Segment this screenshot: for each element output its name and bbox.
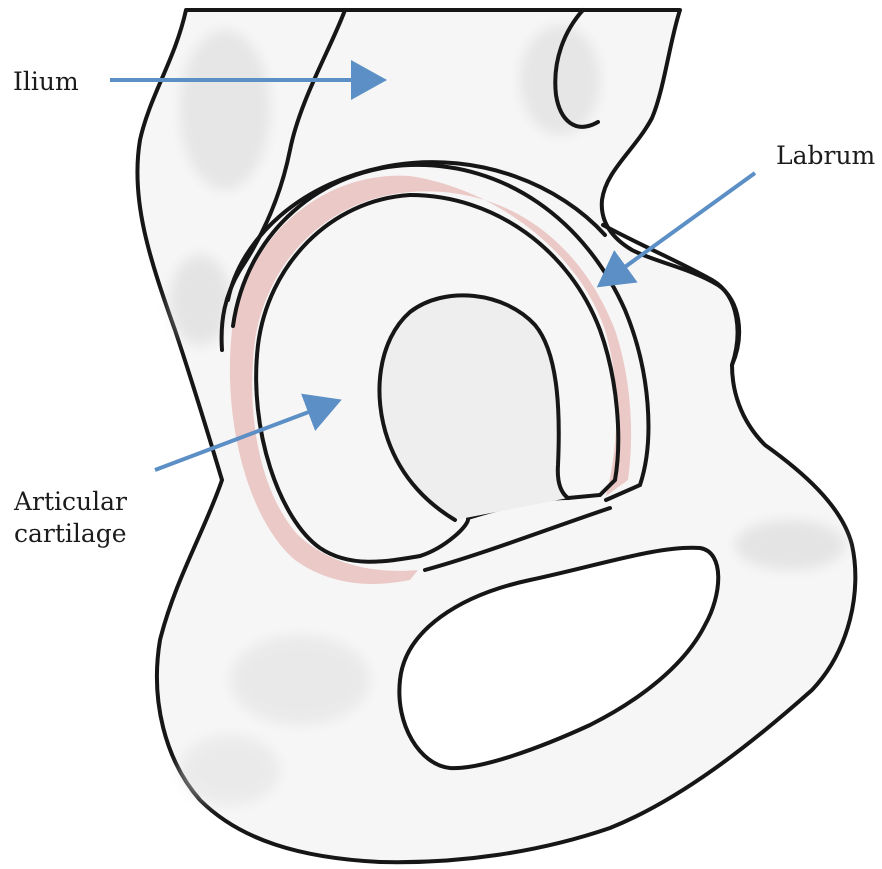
articular-cartilage-label-line2: cartilage [14, 518, 127, 550]
articular-cartilage-label-line1: Articular [14, 486, 127, 518]
ilium-label: Ilium [13, 66, 79, 98]
articular-cartilage-label: Articular cartilage [14, 486, 127, 550]
labrum-label: Labrum [776, 140, 875, 172]
